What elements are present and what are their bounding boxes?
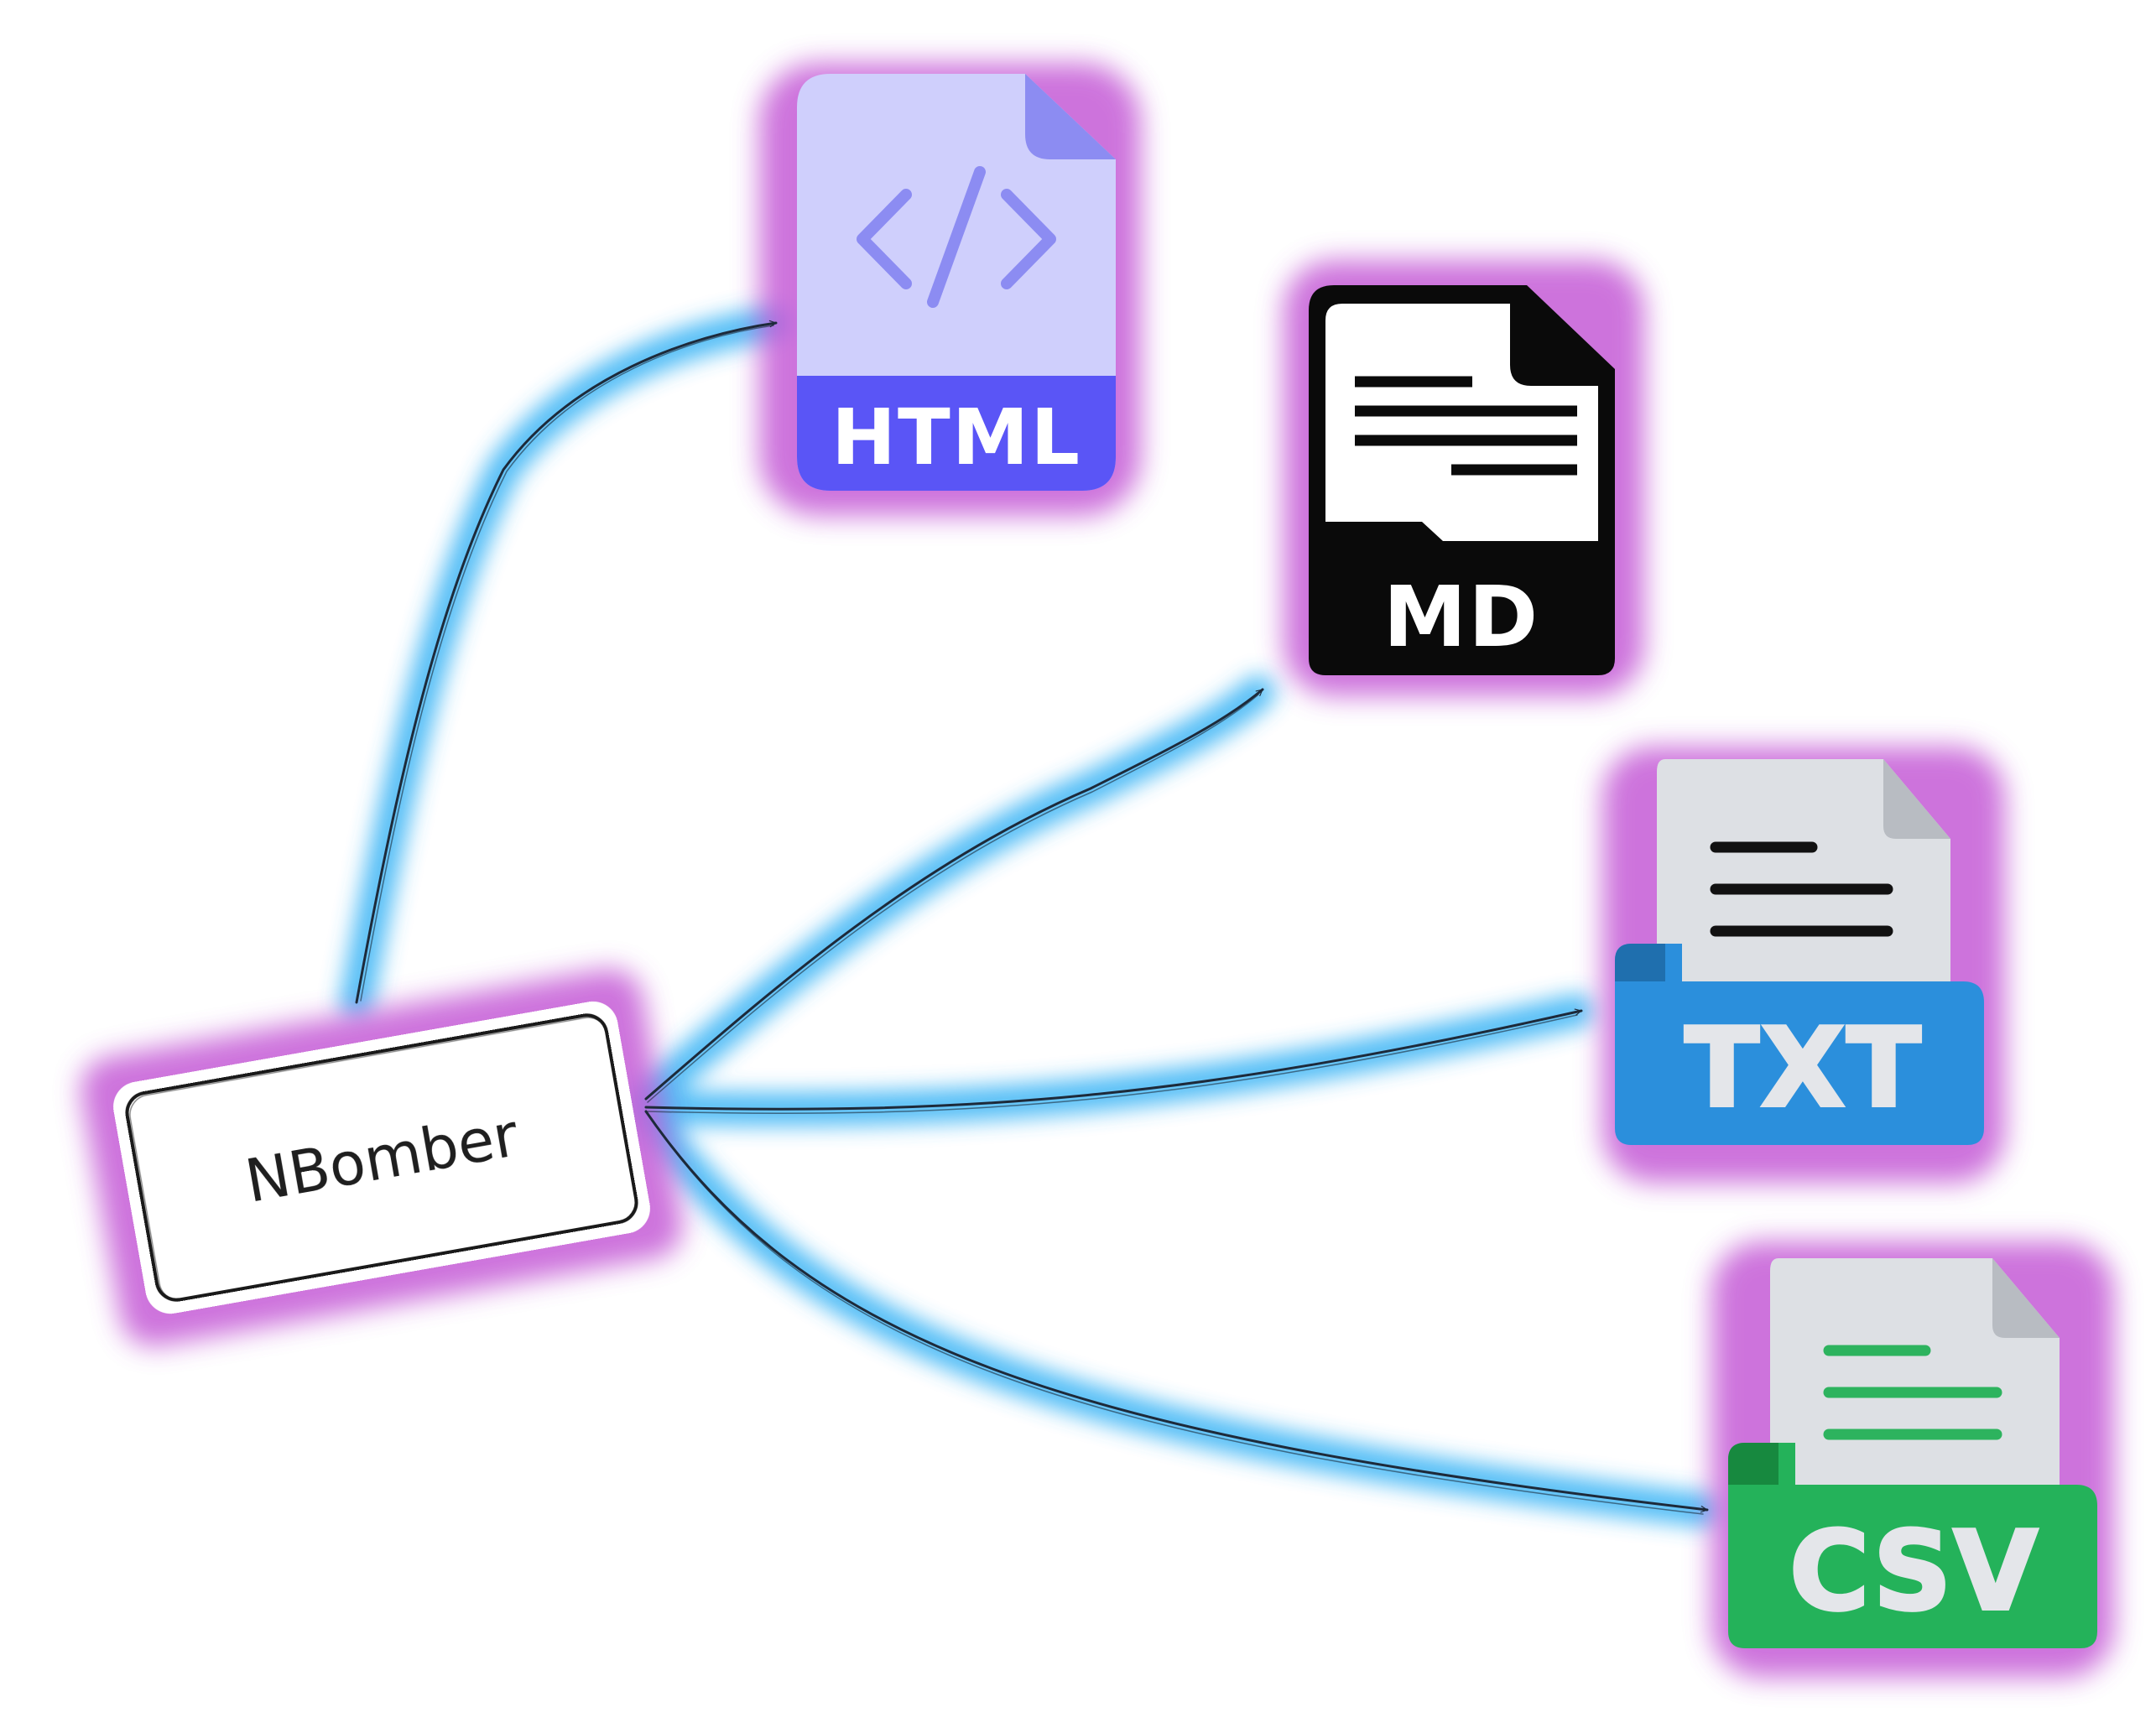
arrow-to-html	[355, 320, 778, 1004]
csv-label: CSV	[1789, 1507, 2039, 1635]
source-node[interactable]: NBomber	[124, 1012, 641, 1304]
html-label: HTML	[831, 393, 1081, 482]
txt-file-icon: TXT	[1615, 759, 1984, 1145]
arrows	[355, 320, 1709, 1513]
text-lines-icon	[1355, 376, 1577, 476]
text-lines-icon	[1823, 1345, 2002, 1440]
txt-label: TXT	[1685, 1004, 1923, 1132]
html-file-icon: HTML	[797, 74, 1116, 491]
text-lines-icon	[1710, 841, 1893, 937]
arrow-to-md	[644, 688, 1264, 1101]
markdown-file-icon: MD	[1309, 285, 1615, 675]
code-brackets-icon	[857, 166, 1056, 308]
arrow-to-csv	[644, 1110, 1709, 1513]
arrow-to-txt	[644, 1008, 1583, 1111]
csv-file-icon: CSV	[1728, 1258, 2097, 1648]
md-label: MD	[1383, 568, 1540, 666]
